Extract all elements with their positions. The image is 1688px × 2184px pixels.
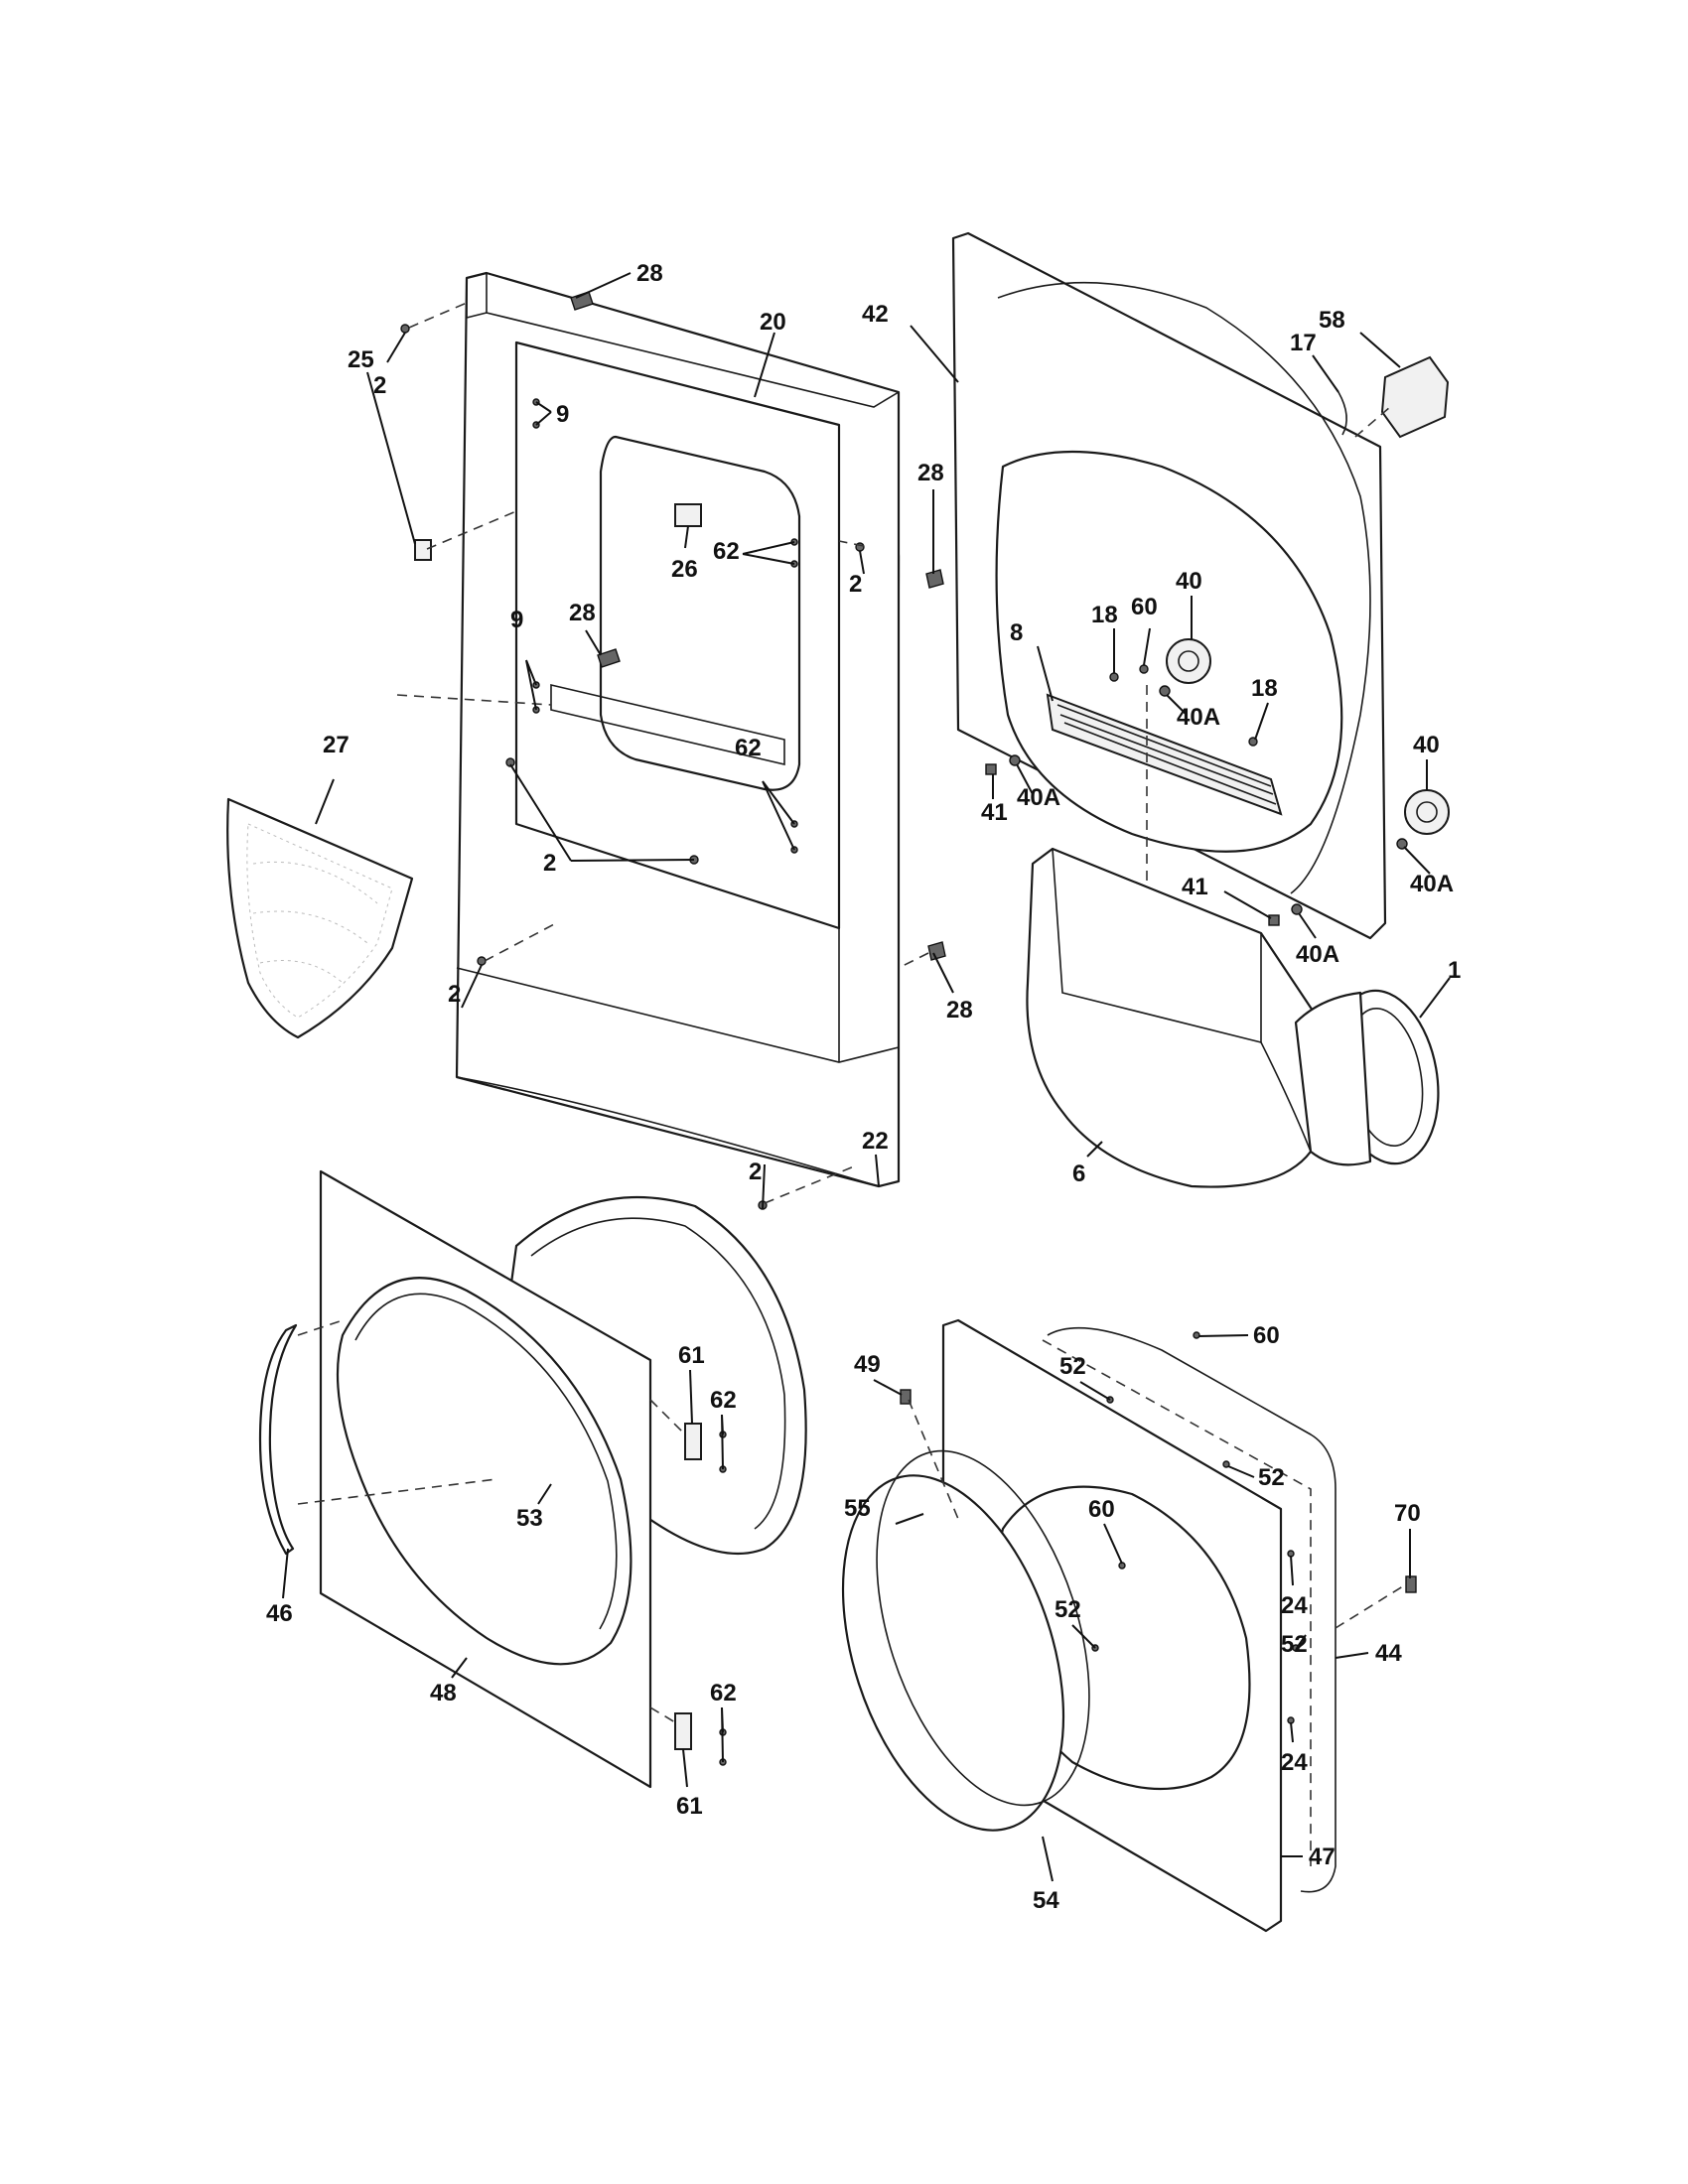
door-trim-46 [258,1323,298,1556]
callout-60: 60 [1088,1496,1115,1523]
callout-54: 54 [1033,1887,1059,1914]
front-bulkhead-assembly [841,1318,1417,1933]
callout-1: 1 [1448,957,1461,984]
callout-62: 62 [710,1387,737,1414]
washer-40A [1396,838,1408,850]
callout-24: 24 [1281,1592,1308,1619]
callout-9: 9 [510,607,523,633]
callout-2: 2 [448,981,461,1008]
washer-40A [1291,903,1303,915]
screw-2 [400,324,410,334]
callout-61: 61 [678,1342,705,1369]
lint-filter-27 [226,797,414,1039]
callout-52: 52 [1055,1596,1081,1623]
callout-27: 27 [323,732,350,758]
callout-2: 2 [849,571,862,598]
hinge-61 [674,1712,692,1750]
callout-22: 22 [862,1128,889,1155]
callout-42: 42 [862,301,889,328]
callout-40: 40 [1413,732,1440,758]
callout-49: 49 [854,1351,881,1378]
callout-60: 60 [1131,594,1158,620]
washer-40A [1159,685,1171,697]
callout-28: 28 [946,997,973,1024]
callout-8: 8 [1010,619,1023,646]
callout-2: 2 [543,850,556,877]
thermostat-40 [1404,789,1450,835]
hinge-61 [684,1423,702,1460]
callout-2: 2 [749,1159,762,1185]
gasket-55 [876,1449,1090,1807]
callout-62: 62 [713,538,740,565]
duct-6 [1026,847,1326,1188]
front-panel-assembly [396,271,946,1210]
nut-41 [985,763,997,775]
callout-2: 2 [373,372,386,399]
clip-25 [414,539,432,561]
screw-52 [1222,1460,1230,1468]
callout-6: 6 [1072,1160,1085,1187]
callout-17: 17 [1290,330,1317,356]
leader-lines [282,272,1451,1882]
bracket-28 [925,569,944,589]
seal-44 [1047,1326,1336,1893]
callout-28: 28 [917,460,944,486]
terminal-block-58 [1380,355,1450,439]
bulkhead-assembly [951,231,1450,940]
callout-28: 28 [569,600,596,626]
callout-46: 46 [266,1600,293,1627]
door-opening-inner [599,435,801,791]
harness-17 [1337,391,1347,436]
screw-60 [1139,664,1149,674]
callout-52: 52 [1258,1464,1285,1491]
callout-41: 41 [981,799,1008,826]
callout-70: 70 [1394,1500,1421,1527]
bracket-28 [927,941,946,961]
door-assembly [258,1169,807,1789]
callout-62: 62 [735,735,762,761]
latch-49 [900,1389,912,1405]
callout-44: 44 [1375,1640,1402,1667]
callout-61: 61 [676,1793,703,1820]
screw-18 [1109,672,1119,682]
thermostat-40 [1166,638,1211,684]
callout-55: 55 [844,1495,871,1522]
callout-40A: 40A [1410,871,1454,897]
callout-28: 28 [636,260,663,287]
door-window-ring [336,1277,633,1666]
callout-52: 52 [1281,1631,1308,1658]
callout-labels: 28 2 20 9 25 26 62 28 2 28 9 27 62 2 2 2… [266,260,1461,1914]
callout-26: 26 [671,556,698,583]
callout-20: 20 [760,309,786,336]
washer-40A [1009,754,1021,766]
callout-48: 48 [430,1680,457,1706]
callout-40A: 40A [1296,941,1339,968]
callout-18: 18 [1251,675,1278,702]
bracket-28 [597,648,621,668]
screw-2 [505,757,515,767]
callout-41: 41 [1182,874,1208,900]
callout-62: 62 [710,1680,737,1706]
screw-2 [477,956,487,966]
callout-18: 18 [1091,602,1118,628]
callout-58: 58 [1319,307,1345,334]
part-70 [1405,1575,1417,1593]
switch-26 [674,503,702,527]
callout-40A: 40A [1017,784,1060,811]
callout-40A: 40A [1177,704,1220,731]
callout-25: 25 [348,346,374,373]
callout-47: 47 [1309,1843,1336,1870]
nut-41 [1268,914,1280,926]
callout-53: 53 [516,1505,543,1532]
callout-52: 52 [1059,1353,1086,1380]
callout-24: 24 [1281,1749,1308,1776]
callout-9: 9 [556,401,569,428]
duct-assembly [1026,847,1440,1188]
callout-40: 40 [1176,568,1202,595]
callout-60: 60 [1253,1322,1280,1349]
